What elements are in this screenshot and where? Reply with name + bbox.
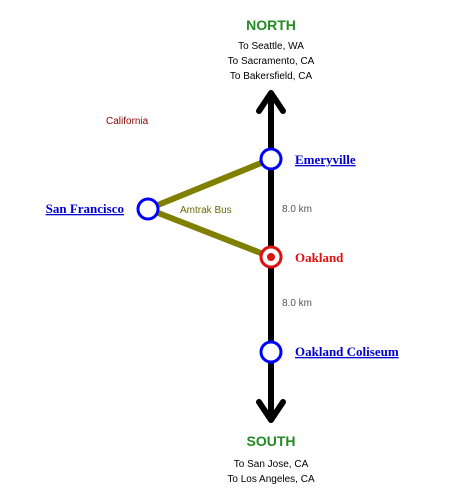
south-destination: To San Jose, CA <box>234 459 309 470</box>
bus-line-emeryville <box>146 156 273 212</box>
station-marker-oakland-coliseum[interactable] <box>259 340 283 364</box>
station-current-oakland: Oakland <box>295 250 344 265</box>
current-station-marker <box>259 245 283 269</box>
region-label: California <box>106 116 149 127</box>
station-link-emeryville[interactable]: Emeryville <box>295 152 356 167</box>
distance-label: 8.0 km <box>282 298 312 309</box>
station-marker-emeryville[interactable] <box>259 147 283 171</box>
north-destination: To Sacramento, CA <box>228 56 315 67</box>
distance-label: 8.0 km <box>282 204 312 215</box>
north-title: NORTH <box>246 17 296 33</box>
north-arrow-icon <box>256 90 286 114</box>
south-arrow-icon <box>256 399 286 423</box>
south-title: SOUTH <box>247 433 296 449</box>
station-link-san-francisco[interactable]: San Francisco <box>46 201 124 216</box>
station-marker-san-francisco[interactable] <box>136 197 160 221</box>
station-link-oakland-coliseum[interactable]: Oakland Coliseum <box>295 344 399 359</box>
bus-label: Amtrak Bus <box>180 205 232 216</box>
bus-line-oakland <box>146 206 273 260</box>
north-destination: To Bakersfield, CA <box>230 71 313 82</box>
north-destination: To Seattle, WA <box>238 41 304 52</box>
south-destination: To Los Angeles, CA <box>227 474 315 485</box>
